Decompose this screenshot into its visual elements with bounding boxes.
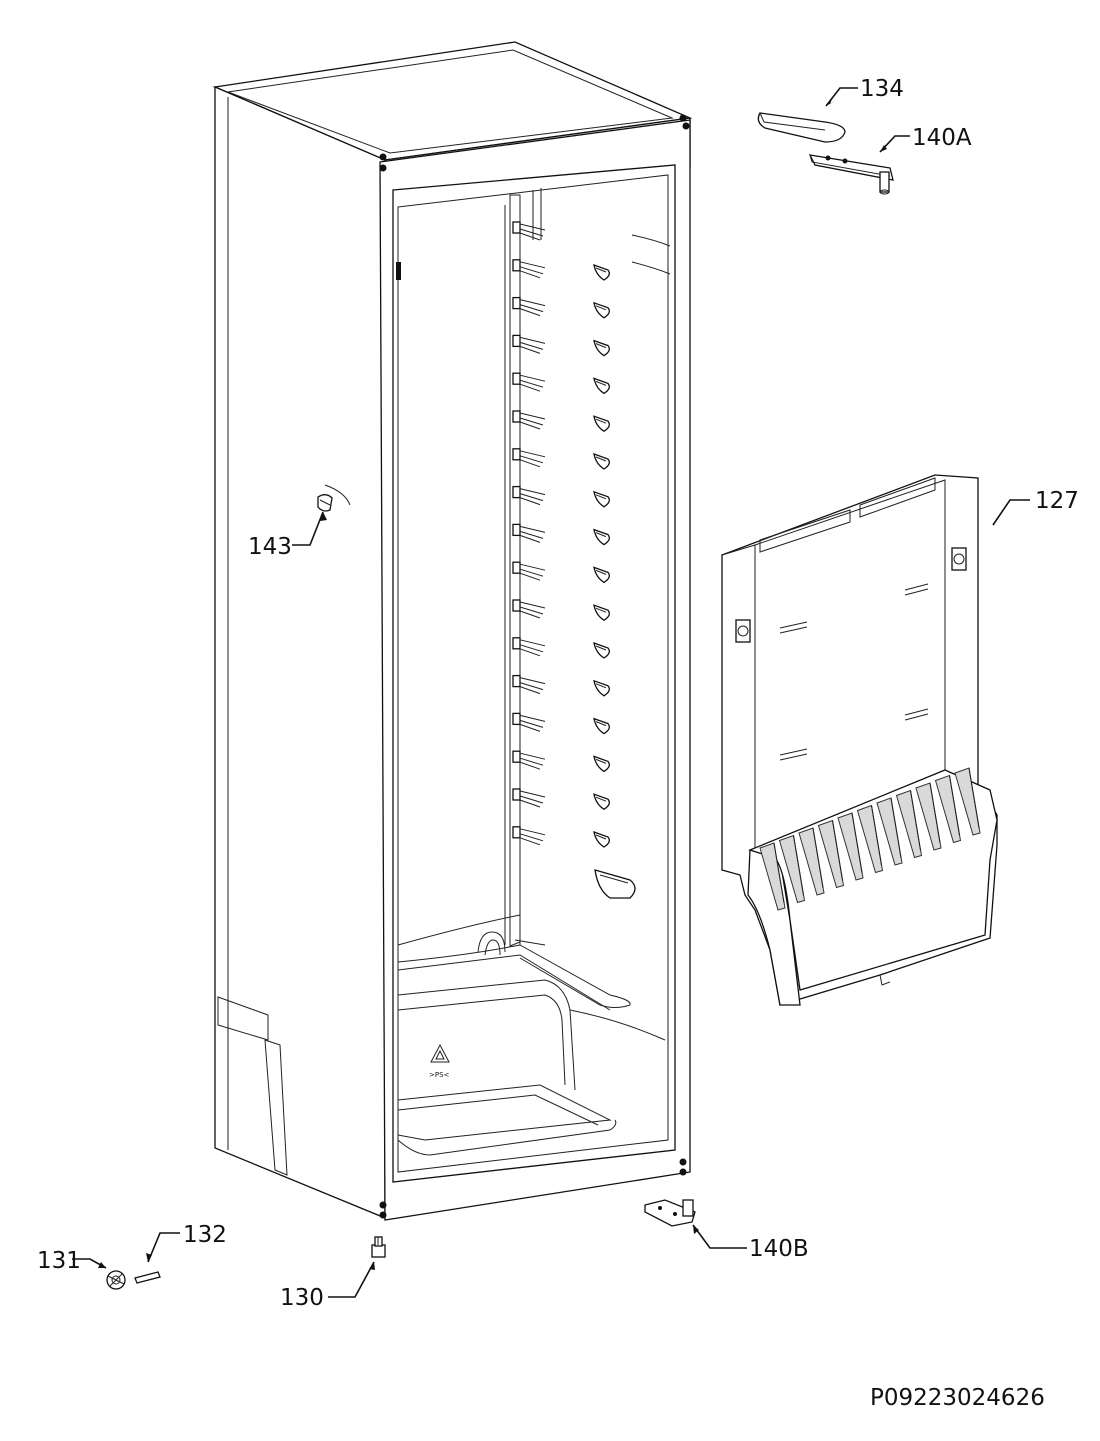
back-shelf-support: [593, 755, 610, 773]
left-shelf-support: [512, 259, 546, 279]
left-shelf-supports: [512, 221, 546, 846]
callout-140b: 140B: [749, 1236, 809, 1262]
part-127-back-panel: [721, 474, 998, 1006]
panel-ribs: [759, 767, 981, 911]
panel-screw-left: [735, 619, 751, 643]
panel-rib: [798, 827, 825, 896]
back-shelf-support: [593, 528, 610, 546]
panel-rib: [954, 767, 981, 836]
panel-rib: [837, 812, 864, 881]
part-130-adjustable-foot: [371, 1236, 386, 1258]
back-shelf-support: [593, 793, 610, 810]
left-shelf-support: [512, 221, 546, 241]
panel-rib: [895, 789, 923, 859]
left-shelf-support: [512, 826, 546, 846]
callout-127: 127: [1035, 488, 1079, 514]
callout-143: 143: [248, 534, 292, 560]
left-shelf-support: [512, 296, 546, 317]
left-shelf-support: [512, 523, 546, 543]
callout-131: 131: [37, 1248, 81, 1274]
panel-rib: [934, 774, 962, 844]
callout-132: 132: [183, 1222, 227, 1248]
back-shelf-support: [593, 339, 610, 357]
back-shelf-support: [593, 566, 610, 584]
callout-leaders: [72, 87, 1030, 1298]
left-shelf-support: [512, 372, 546, 392]
part-134-hinge-cover: [757, 112, 846, 143]
back-shelf-support: [593, 717, 610, 735]
panel-rib: [915, 782, 942, 851]
back-shelf-supports: [593, 264, 610, 848]
part-131-wheel: [106, 1270, 126, 1290]
left-shelf-support: [512, 561, 546, 581]
back-shelf-support: [593, 604, 610, 621]
panel-rib: [856, 804, 884, 874]
part-143-side-fitting: [317, 484, 351, 512]
panel-screw-right: [951, 547, 967, 571]
back-shelf-support: [593, 490, 610, 508]
callout-130: 130: [280, 1285, 324, 1311]
drawing-code: P09223024626: [870, 1385, 1045, 1411]
left-shelf-support: [512, 334, 546, 354]
panel-rib: [759, 842, 786, 911]
back-shelf-support: [593, 415, 610, 432]
back-shelf-support: [593, 301, 610, 319]
panel-rib: [778, 834, 806, 904]
recycle-icon: >PS<: [429, 1043, 450, 1079]
left-shelf-support: [512, 448, 546, 468]
part-140a-top-hinge: [808, 154, 894, 195]
left-shelf-support: [512, 712, 546, 732]
recycle-mark-label: >PS<: [429, 1071, 450, 1079]
back-shelf-support: [593, 377, 610, 395]
panel-rib: [876, 797, 903, 866]
left-shelf-support: [512, 485, 546, 506]
part-140b-bottom-hinge: [644, 1199, 696, 1227]
left-shelf-support: [512, 750, 546, 770]
back-shelf-support: [593, 453, 610, 470]
callout-134: 134: [860, 76, 904, 102]
left-shelf-support: [512, 410, 546, 430]
callout-140a: 140A: [912, 125, 972, 151]
left-shelf-support: [512, 637, 546, 657]
part-132-axle-pin: [134, 1271, 161, 1284]
left-shelf-support: [512, 599, 546, 619]
back-shelf-support: [593, 642, 610, 659]
left-shelf-support: [512, 788, 546, 808]
back-shelf-support: [593, 679, 610, 697]
back-shelf-support: [593, 264, 610, 281]
back-shelf-support: [593, 831, 610, 848]
panel-rib: [817, 819, 845, 889]
left-shelf-support: [512, 674, 546, 695]
refrigerator-cabinet: >PS<: [212, 41, 693, 1221]
